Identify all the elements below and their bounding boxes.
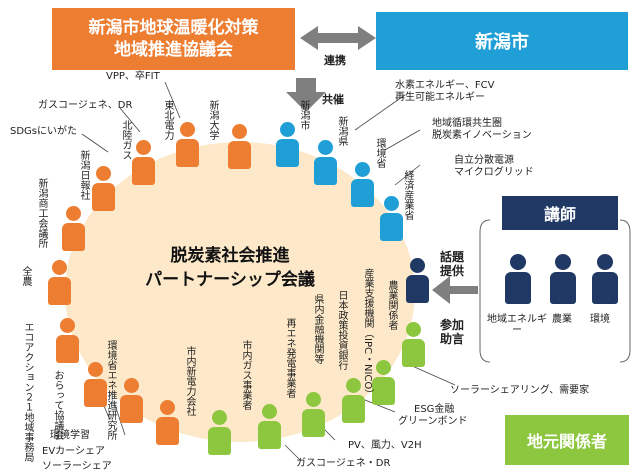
member-label-niigata-univ: 新潟大学 <box>207 100 218 140</box>
local-stakeholders-label: 地元関係者 <box>526 432 607 451</box>
note-regional-2: 脱炭素イノベーション <box>432 130 532 141</box>
note-hydrogen-2: 再生可能エネルギー <box>395 92 485 103</box>
local-stakeholders-box: 地元関係者 <box>505 415 629 465</box>
note-autonomous-1: 自立分散電源 <box>454 155 514 166</box>
member-label-hokuriku-gas: 北陸ガス <box>120 120 131 160</box>
member-label-agriculture: 農業関係者 <box>386 280 397 330</box>
member-label-gas-city: 市内ガス事業者 <box>240 340 251 410</box>
member-label-renewables: 再エネ発電事業者 <box>284 318 295 398</box>
member-label-ipc-nico: 産業支援機関（IPC・NICO） <box>362 268 373 400</box>
renkei-label: 連携 <box>324 54 346 67</box>
note-autonomous-2: マイクログリッド <box>454 167 534 178</box>
center-title: 脱炭素社会推進 パートナーシップ会議 <box>110 240 350 296</box>
note-solar-share: ソーラーシェアリング、需要家 <box>450 385 590 396</box>
participate-line1: 参加 <box>440 318 465 332</box>
note-gas-dr: ガスコージェネ、DR <box>38 100 133 111</box>
member-label-oratte: おらって協議会 <box>52 370 63 440</box>
member-label-niigata-nippo: 新潟日報社 <box>78 150 89 200</box>
note-sdgs: SDGsにいがた <box>10 126 78 137</box>
topic-label: 話題 提供 <box>440 250 464 278</box>
participate-label: 参加 助言 <box>440 318 464 346</box>
note-ev: EVカーシェア <box>42 446 105 457</box>
member-label-meti: 経済産業省 <box>402 170 413 220</box>
member-label-chamber: 新潟商工会議所 <box>36 178 47 248</box>
council-line1: 新潟市地球温暖化対策 <box>88 18 259 38</box>
topic-line1: 話題 <box>440 250 465 264</box>
member-label-niigata-city: 新潟市 <box>298 100 309 130</box>
topic-line2: 提供 <box>440 264 465 278</box>
member-label-finance: 県内金融機関等 <box>312 294 323 364</box>
niigata-city-label: 新潟市 <box>475 32 529 53</box>
note-hydrogen-1: 水素エネルギー、FCV <box>395 80 495 91</box>
member-label-ecoaction: エコアクション２１地域事務局 <box>22 322 33 462</box>
lecturer-role-1: 地域エネルギー <box>487 314 547 336</box>
member-label-dbj: 日本政策投資銀行 <box>336 290 347 370</box>
council-box: 新潟市地球温暖化対策 地域推進協議会 <box>52 8 295 70</box>
lecturer-role-2: 農業 <box>552 314 572 325</box>
note-solar: ソーラーシェア <box>42 461 112 472</box>
member-label-tohoku-electric: 東北電力 <box>162 100 173 140</box>
note-vpp: VPP、卒FIT <box>106 71 160 82</box>
niigata-city-box: 新潟市 <box>376 12 628 70</box>
council-line2: 地域推進協議会 <box>114 40 233 60</box>
note-regional-1: 地域循環共生圏 <box>432 118 502 129</box>
participate-line2: 助言 <box>440 332 465 346</box>
center-line1: 脱炭素社会推進 <box>170 246 290 266</box>
member-label-moe: 環境省 <box>374 138 385 168</box>
member-label-zennoh: 全農 <box>20 266 31 286</box>
kyosai-label: 共催 <box>322 93 344 106</box>
center-line2: パートナーシップ会議 <box>145 270 315 290</box>
lecturer-title: 講師 <box>543 205 576 224</box>
note-esg-1: ESG金融 <box>414 404 455 415</box>
note-pv: PV、風力、V2H <box>348 440 422 451</box>
note-gas-cogene: ガスコージェネ・DR <box>296 458 391 469</box>
note-esg-2: グリーンボンド <box>398 416 468 427</box>
lecturer-role-3: 環境 <box>590 314 610 325</box>
member-label-niigata-pref: 新潟県 <box>336 116 347 146</box>
note-env-edu: 環境学習 <box>50 430 90 441</box>
member-label-env-energy: 環境省エネ推進研究所 <box>105 340 116 440</box>
member-label-power-company: 市内新電力会社 <box>184 346 195 416</box>
lecturer-box: 講師 <box>502 196 618 230</box>
